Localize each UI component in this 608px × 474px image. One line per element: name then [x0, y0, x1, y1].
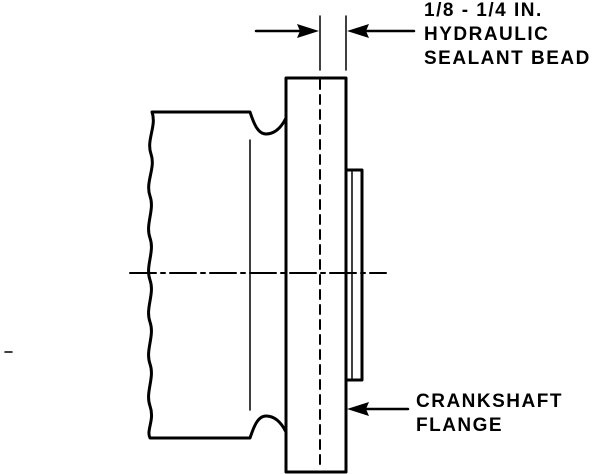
dimension-label-line-2: HYDRAULIC: [424, 24, 550, 45]
flange-leader-arrowhead: [347, 402, 369, 416]
dimension-arrowhead-left: [297, 24, 319, 38]
flange-label-line-2: FLANGE: [416, 415, 504, 436]
pilot-boss-outline: [344, 168, 364, 382]
flange-label-line-1: CRANKSHAFT: [416, 391, 563, 412]
dimension-label-line-1: 1/8 - 1/4 IN.: [424, 0, 543, 21]
crankshaft-body-outline: [147, 110, 288, 440]
dimension-label-line-3: SEALANT BEAD: [424, 48, 591, 69]
flange-outline: [284, 76, 348, 474]
dimension-arrowhead-right: [347, 24, 369, 38]
